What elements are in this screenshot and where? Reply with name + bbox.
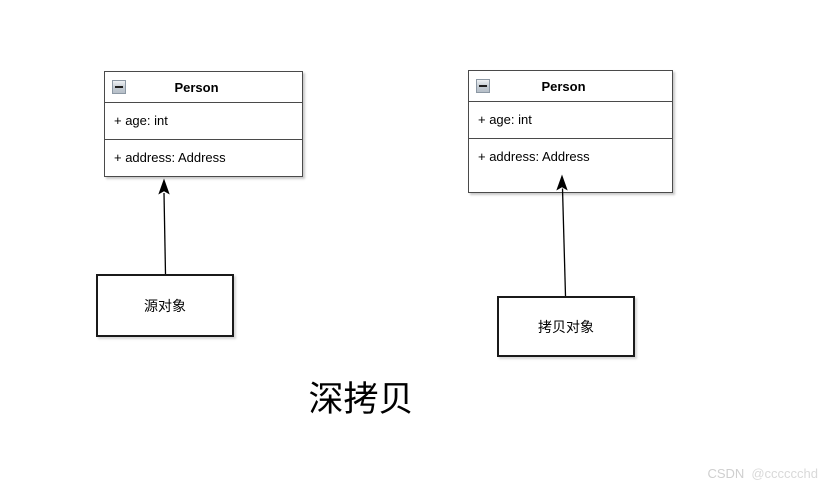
class-title: Person (541, 78, 586, 94)
class-header: Person (105, 72, 302, 103)
source-object-label: 源对象 (144, 297, 186, 314)
minus-bar (479, 85, 487, 87)
attribute-address: + address: Address (478, 148, 590, 164)
class-header: Person (469, 71, 672, 102)
collapse-minus-icon (476, 79, 490, 93)
class-box-person-right: Person + age: int + address: Address (468, 70, 673, 193)
collapse-minus-icon (112, 80, 126, 94)
copy-object-box: 拷贝对象 (497, 296, 635, 357)
attribute-address: + address: Address (114, 149, 226, 165)
attribute-age: + age: int (105, 103, 302, 140)
watermark-brand: CSDN (707, 466, 745, 481)
minus-bar (115, 86, 123, 88)
class-box-person-left: Person + age: int + address: Address (104, 71, 303, 177)
source-object-box: 源对象 (96, 274, 234, 337)
arrowhead-icon (158, 178, 170, 195)
watermark-user: @cccccchd (751, 466, 818, 481)
arrow-source-to-person (158, 178, 170, 275)
watermark: CSDN @cccccchd (707, 466, 818, 481)
copy-object-label: 拷贝对象 (538, 318, 594, 335)
diagram-caption: 深拷贝 (308, 380, 414, 419)
class-title: Person (174, 79, 219, 95)
attribute-age: + age: int (469, 102, 672, 139)
